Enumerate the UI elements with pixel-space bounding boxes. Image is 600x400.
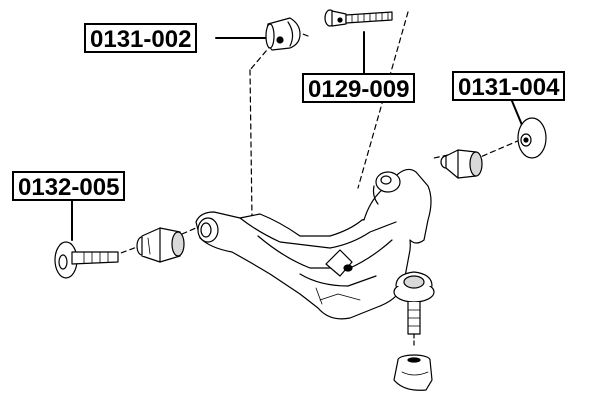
front-bushing bbox=[136, 227, 185, 263]
part-number-label-upper-cam-bolt: 0129-009 bbox=[302, 73, 416, 103]
part-number-label-rear-bushing: 0131-004 bbox=[452, 71, 566, 101]
upper-cam-bolt bbox=[324, 9, 393, 27]
lower-control-arm bbox=[195, 168, 432, 320]
part-number-label-lower-cam-bolt: 0132-005 bbox=[12, 171, 126, 201]
part-number-label-upper-bushing: 0131-002 bbox=[84, 23, 198, 53]
upper-bushing-cap bbox=[265, 17, 301, 51]
lower-cam-bolt bbox=[54, 241, 119, 279]
rear-bushing bbox=[440, 149, 483, 179]
dust-boot bbox=[393, 354, 433, 391]
leader-lines bbox=[71, 31, 523, 241]
ball-joint bbox=[393, 271, 435, 349]
rear-bushing-cap bbox=[517, 117, 547, 159]
